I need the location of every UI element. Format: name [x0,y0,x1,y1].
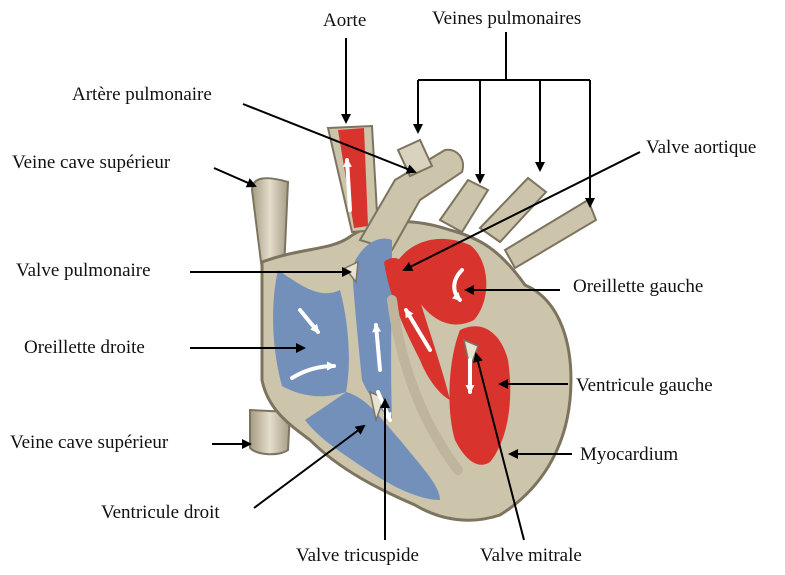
label-artere-pulmonaire: Artère pulmonaire [72,84,212,105]
label-valve-tricuspide: Valve tricuspide [296,545,419,566]
leader-artere-pulmonaire [243,104,415,172]
label-ventricule-gauche: Ventricule gauche [576,375,713,396]
pulmonary-vein-1 [440,180,488,232]
label-veines-pulmonaires: Veines pulmonaires [432,8,581,29]
label-ventricule-droit: Ventricule droit [101,502,220,523]
label-myocardium: Myocardium [580,444,678,465]
heart-illustration [250,126,596,520]
label-valve-mitrale: Valve mitrale [480,545,582,566]
label-veine-cave-inferieur: Veine cave supérieur [10,432,169,453]
label-valve-pulmonaire: Valve pulmonaire [16,260,151,281]
label-oreillette-gauche: Oreillette gauche [573,276,703,297]
label-oreillette-droite: Oreillette droite [24,337,145,358]
label-valve-aortique: Valve aortique [646,137,756,158]
leader-veine-cave-sup [214,168,255,186]
label-aorte: Aorte [323,10,366,31]
label-veine-cave-superieur: Veine cave supérieur [12,152,171,173]
